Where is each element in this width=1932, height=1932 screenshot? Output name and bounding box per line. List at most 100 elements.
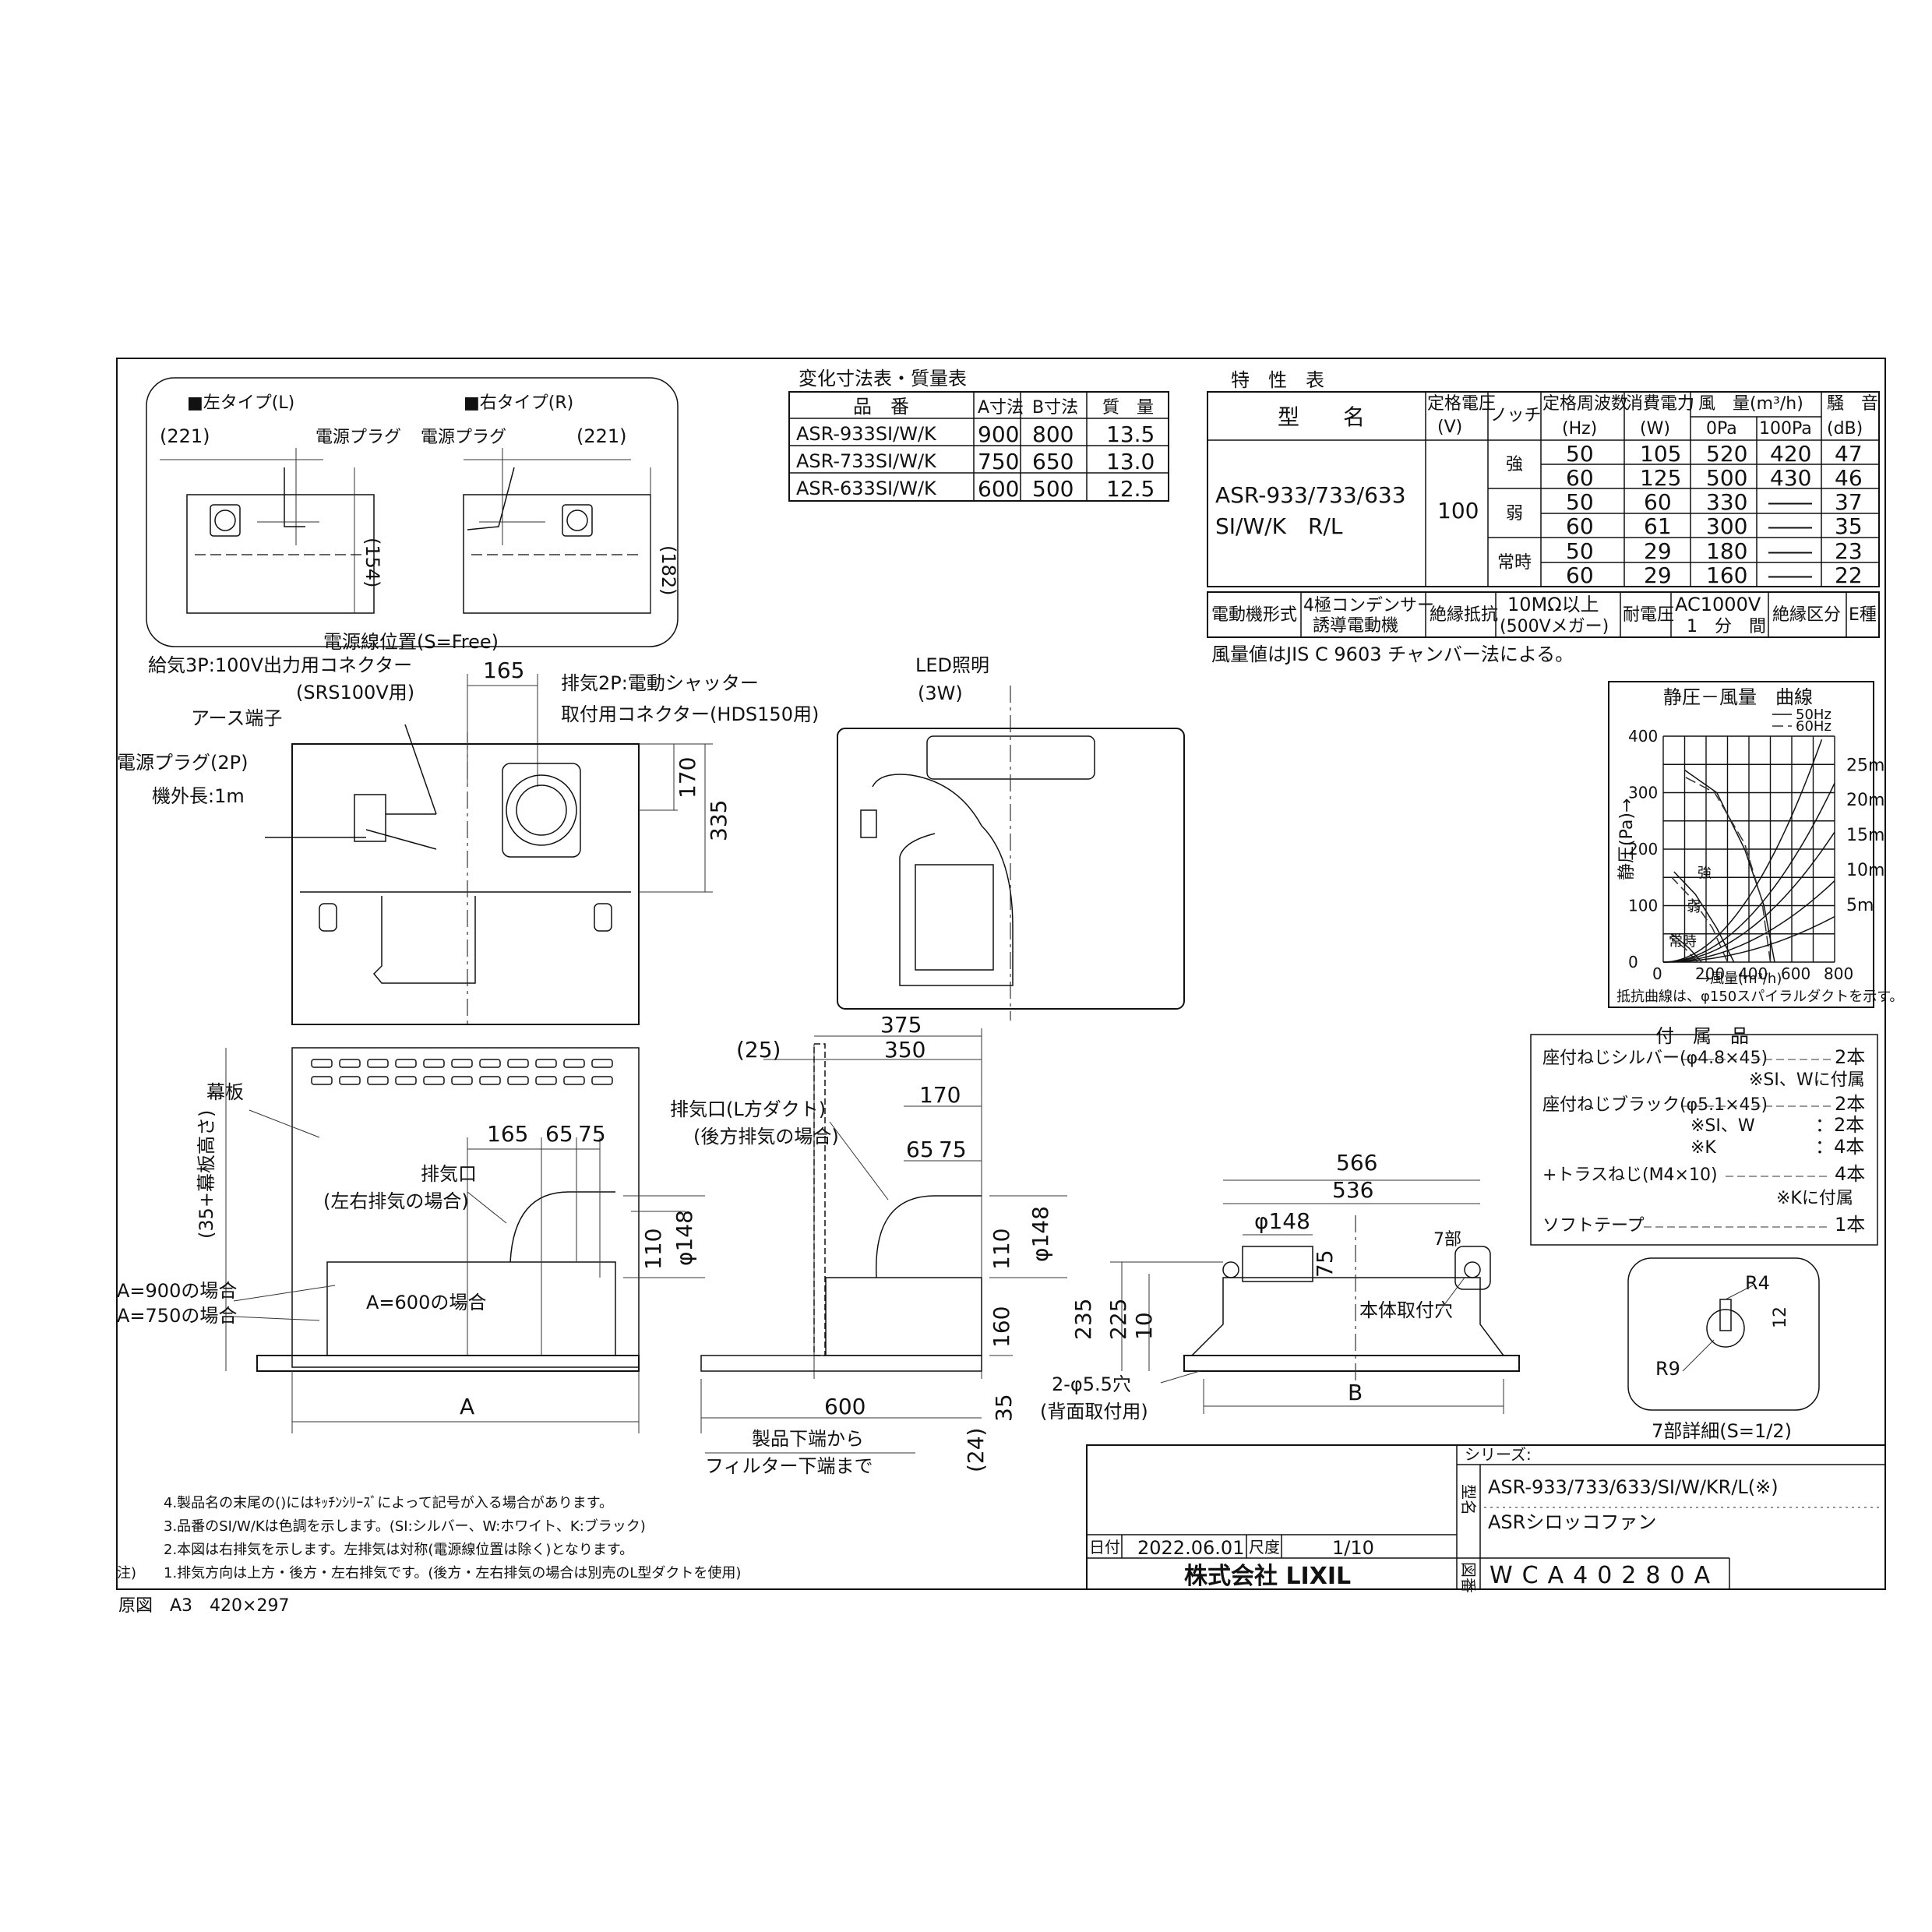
exhaust-sub: 取付用コネクター(HDS150用) xyxy=(561,703,819,725)
date-label: 日付 xyxy=(1089,1538,1120,1557)
left-dim: (221) xyxy=(160,425,210,447)
size-cell: 800 xyxy=(1032,421,1074,447)
detail-12: 12 xyxy=(1771,1306,1790,1328)
spec-cell: 23 xyxy=(1835,538,1863,564)
spec-cell: 50 xyxy=(1566,441,1594,467)
vent-slot xyxy=(563,1076,585,1085)
screw-label: 2-φ5.5穴 xyxy=(1052,1373,1131,1395)
vent-slot xyxy=(367,1076,389,1085)
right-type-title: ■右タイプ(R) xyxy=(464,393,573,413)
vent-slot xyxy=(395,1059,417,1068)
side-dim-350: 350 xyxy=(884,1037,925,1063)
a900-label: A=900の場合 xyxy=(117,1280,237,1302)
date-value: 2022.06.01 xyxy=(1137,1537,1244,1559)
spec-cell: 125 xyxy=(1640,465,1681,491)
acc-item: ※SI、W xyxy=(1690,1116,1755,1136)
detail7: R4 R9 12 7部詳細(S=1/2) xyxy=(1627,1257,1820,1442)
inst-dim-75: 75 xyxy=(1312,1250,1338,1278)
chart-resistance-label: 10m xyxy=(1846,861,1884,880)
chart-resistance-curve xyxy=(1662,782,1835,963)
spec-rows: 50 105 520 420 47 60 125 500 430 46 50 6… xyxy=(1566,441,1863,588)
chart-y-tick: 0 xyxy=(1628,953,1638,971)
acc-note: ※Kに付属 xyxy=(1776,1189,1853,1208)
chart-y-tick: 300 xyxy=(1628,784,1658,802)
acc-item: +トラスねじ(M4×10) xyxy=(1542,1165,1718,1185)
scale-label: 尺度 xyxy=(1249,1538,1280,1557)
right-plug-label: 電源プラグ xyxy=(421,428,506,447)
note-line: 4.製品名の末尾の()にはｷｯﾁﾝｼﾘｰｽﾞによって記号が入る場合があります。 xyxy=(164,1495,613,1511)
vents xyxy=(311,1059,613,1085)
front-side-height: (35+幕板高さ) xyxy=(196,1110,217,1239)
inst-dim-225: 225 xyxy=(1105,1299,1131,1340)
lr-type-panel: ■左タイプ(L) ■右タイプ(R) (221) 電源プラグ (154) 電源プラ… xyxy=(146,377,679,653)
spec-th-freq: 定格周波数 xyxy=(1542,394,1628,414)
spec-cell: 500 xyxy=(1706,465,1747,491)
size-cell: 13.0 xyxy=(1106,449,1155,474)
insulation-value-sub: (500Vメガー) xyxy=(1500,617,1609,636)
withstand-value-sub: 1 分 間 xyxy=(1687,617,1766,636)
size-th-a: A寸法 xyxy=(978,398,1024,418)
chart-y-tick: 100 xyxy=(1628,897,1658,915)
size-cell: 13.5 xyxy=(1106,421,1155,447)
detail-r9: R9 xyxy=(1655,1358,1680,1380)
spec-table-title: 特 性 表 xyxy=(1231,369,1324,391)
withstand-value: AC1000V xyxy=(1675,594,1761,615)
drawing-label: 図番 xyxy=(1459,1562,1478,1593)
front-dim-65: 65 xyxy=(545,1121,573,1147)
spec-cell: 105 xyxy=(1640,441,1681,467)
vent-slot xyxy=(507,1059,529,1068)
acc-item: 座付ねじブラック(φ5.1×45) xyxy=(1542,1095,1768,1115)
chart-title: 静圧－風量 曲線 xyxy=(1663,686,1813,708)
title-name: ASRシロッコファン xyxy=(1488,1511,1656,1533)
side-exhaust-sub: (後方排気の場合) xyxy=(693,1126,839,1148)
acc-item: ソフトテープ xyxy=(1542,1216,1645,1236)
spec-table: 特 性 表 型 名 定格電圧 (V) ノッチ 定格周波数 (Hz) 消費電力 (… xyxy=(1207,369,1880,665)
supply-sub: (SRS100V用) xyxy=(296,682,414,703)
inst-dim-10: 10 xyxy=(1131,1312,1157,1340)
vent-slot xyxy=(563,1059,585,1068)
side-dim-65: 65 xyxy=(906,1137,934,1162)
size-table-title: 変化寸法表・質量表 xyxy=(799,368,967,390)
vent-slot xyxy=(451,1076,473,1085)
side-dim-24: (24) xyxy=(963,1428,989,1472)
vent-slot xyxy=(367,1059,389,1068)
spec-th-voltage: 定格電圧 xyxy=(1427,394,1496,414)
chart-x-tick: 0 xyxy=(1652,964,1662,983)
supply-label: 給気3P:100V出力用コネクター xyxy=(148,654,412,676)
chart-x-tick: 200 xyxy=(1695,964,1725,983)
spec-th-noise: 騒 音 xyxy=(1827,394,1878,414)
chart-resistance-curve xyxy=(1663,915,1835,963)
vent-slot xyxy=(535,1076,557,1085)
model-label: 型名 xyxy=(1459,1484,1478,1515)
left-type-title: ■左タイプ(L) xyxy=(187,393,294,413)
spec-cell: 35 xyxy=(1835,513,1863,539)
cord-length: 機外長:1m xyxy=(152,785,245,807)
vent-slot xyxy=(479,1076,501,1085)
withstand-label: 耐電圧 xyxy=(1623,605,1674,625)
chart-x-tick: 800 xyxy=(1824,964,1853,983)
vent-slot xyxy=(479,1059,501,1068)
front-dim-a: A xyxy=(460,1394,474,1419)
chart-resistance-label: 5m xyxy=(1846,896,1874,915)
vent-slot xyxy=(423,1076,445,1085)
acc-qty: 1本 xyxy=(1835,1214,1865,1236)
spec-cell: 22 xyxy=(1835,562,1863,588)
right-height: (182) xyxy=(658,545,679,596)
chart-legend-50: 50Hz xyxy=(1796,707,1832,723)
spec-cell: 60 xyxy=(1644,489,1672,515)
chart-ylabel: 静圧(Pa)→ xyxy=(1617,799,1637,880)
chart-series-line xyxy=(1684,769,1775,963)
spec-cell: 520 xyxy=(1706,441,1747,467)
size-cell: 500 xyxy=(1032,476,1074,502)
spec-th-noise-unit: (dB) xyxy=(1827,419,1863,439)
vent-slot xyxy=(339,1059,361,1068)
left-plug-label: 電源プラグ xyxy=(316,428,401,447)
vent-slot xyxy=(339,1076,361,1085)
series-label: シリーズ: xyxy=(1465,1445,1532,1464)
acc-qty: 2本 xyxy=(1835,1046,1865,1068)
chart-y-tick: 200 xyxy=(1628,840,1658,858)
company-name: 株式会社 LIXIL xyxy=(1184,1563,1351,1590)
motor-label: 電動機形式 xyxy=(1211,605,1297,625)
cord-position-label: 電源線位置(S=Free) xyxy=(323,631,499,653)
